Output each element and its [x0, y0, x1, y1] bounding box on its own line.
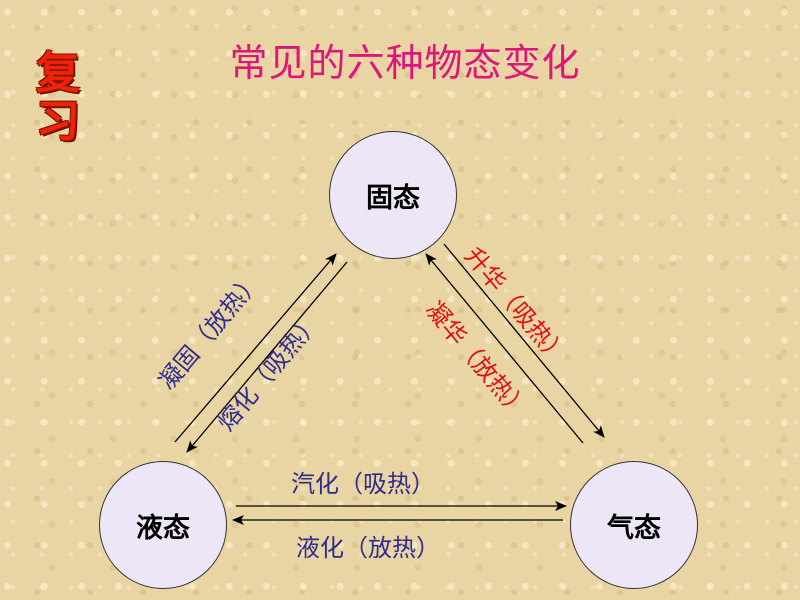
arrow-deposition	[425, 253, 584, 444]
arrow-sublimation	[443, 243, 605, 438]
review-badge-char-2: 习	[36, 96, 80, 147]
review-badge: 复 习	[30, 50, 86, 146]
state-solid: 固态	[329, 131, 457, 259]
state-liquid: 液态	[99, 461, 227, 589]
review-badge-char-1: 复	[36, 48, 80, 99]
state-gas-label: 气态	[607, 512, 661, 544]
label-liquefaction: 液化（放热）	[296, 534, 440, 562]
slide-title: 常见的六种物态变化	[229, 41, 581, 85]
arrow-melting	[186, 261, 348, 453]
arrow-solidification	[174, 253, 337, 443]
label-vaporization: 汽化（吸热）	[291, 470, 435, 498]
state-gas: 气态	[570, 461, 698, 589]
state-liquid-label: 液态	[136, 512, 190, 544]
state-solid-label: 固态	[366, 182, 420, 214]
